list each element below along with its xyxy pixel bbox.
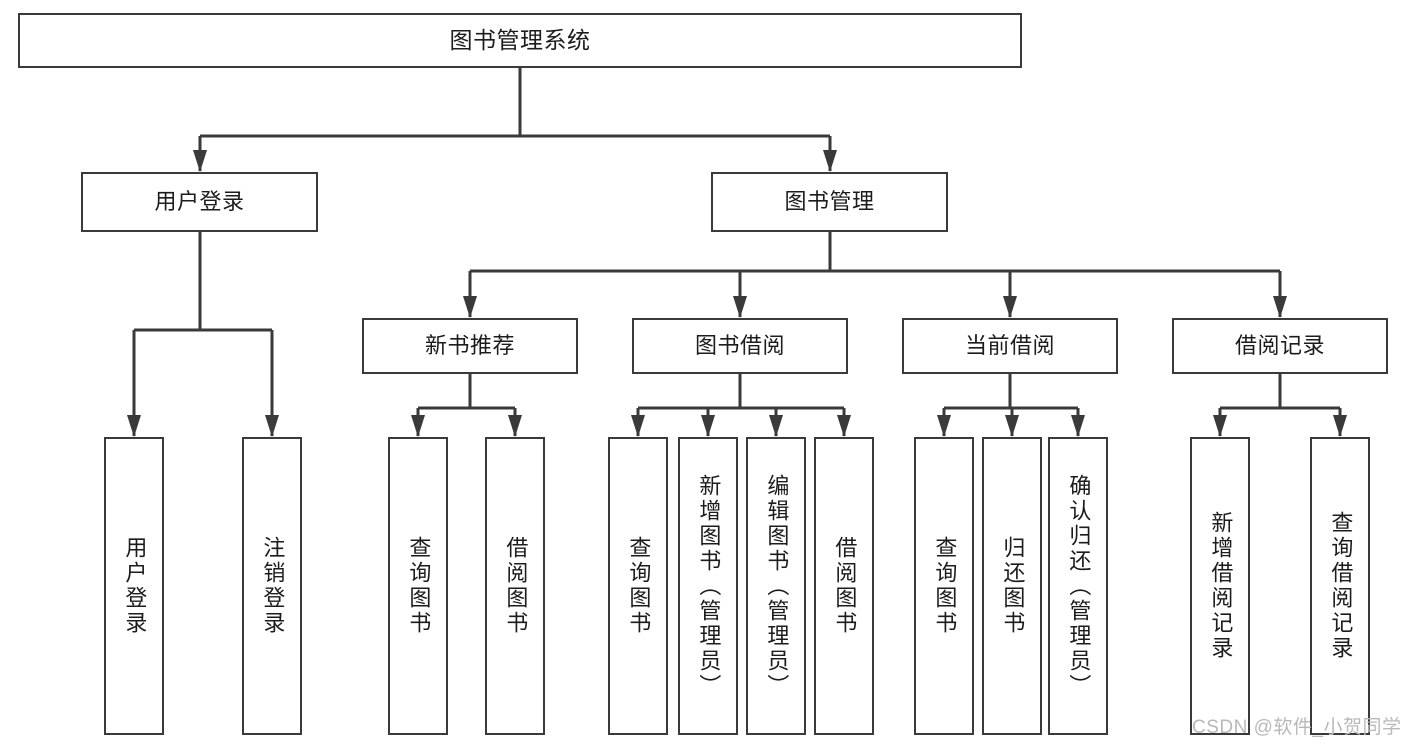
node-label-new-book-recommend: 新书推荐 — [424, 332, 515, 358]
node-label-leaf-query-book-2: 查询图书 — [626, 536, 652, 636]
node-leaf-edit-book[interactable]: 编辑图书（管理员） — [746, 437, 806, 735]
node-leaf-add-book[interactable]: 新增图书（管理员） — [678, 437, 738, 735]
node-label-leaf-borrow-book-2: 借阅图书 — [832, 536, 858, 636]
node-user-login[interactable]: 用户登录 — [81, 172, 318, 232]
node-book-manage[interactable]: 图书管理 — [711, 172, 948, 232]
node-label-current-borrow: 当前借阅 — [964, 332, 1055, 358]
node-leaf-borrow-book-2[interactable]: 借阅图书 — [814, 437, 874, 735]
node-leaf-query-book-1[interactable]: 查询图书 — [388, 437, 448, 735]
node-label-leaf-query-book-1: 查询图书 — [406, 536, 432, 636]
node-borrow-record[interactable]: 借阅记录 — [1172, 318, 1388, 374]
node-leaf-add-borrow-record[interactable]: 新增借阅记录 — [1190, 437, 1250, 735]
node-book-borrow[interactable]: 图书借阅 — [632, 318, 848, 374]
node-leaf-user-logout[interactable]: 注销登录 — [242, 437, 302, 735]
node-label-leaf-user-logout: 注销登录 — [260, 536, 286, 636]
node-label-leaf-add-book: 新增图书（管理员） — [696, 473, 722, 699]
node-label-leaf-edit-book: 编辑图书（管理员） — [764, 473, 790, 699]
node-label-leaf-query-borrow-record: 查询借阅记录 — [1328, 511, 1354, 661]
node-new-book-recommend[interactable]: 新书推荐 — [362, 318, 578, 374]
node-leaf-confirm-return[interactable]: 确认归还（管理员） — [1048, 437, 1108, 735]
node-leaf-query-borrow-record[interactable]: 查询借阅记录 — [1310, 437, 1370, 735]
node-label-leaf-query-book-3: 查询图书 — [932, 536, 958, 636]
watermark-text: CSDN @软件_小贺同学 — [1192, 717, 1402, 738]
node-leaf-borrow-book-1[interactable]: 借阅图书 — [485, 437, 545, 735]
node-leaf-user-login[interactable]: 用户登录 — [104, 437, 164, 735]
node-label-user-login: 用户登录 — [154, 188, 245, 214]
node-label-root: 图书管理系统 — [449, 26, 591, 53]
node-label-leaf-confirm-return: 确认归还（管理员） — [1066, 473, 1092, 699]
node-leaf-return-book[interactable]: 归还图书 — [982, 437, 1042, 735]
node-label-leaf-return-book: 归还图书 — [1000, 536, 1026, 636]
node-leaf-query-book-3[interactable]: 查询图书 — [914, 437, 974, 735]
node-label-leaf-borrow-book-1: 借阅图书 — [503, 536, 529, 636]
node-root[interactable]: 图书管理系统 — [18, 13, 1022, 68]
node-label-book-manage: 图书管理 — [784, 188, 875, 214]
node-current-borrow[interactable]: 当前借阅 — [902, 318, 1118, 374]
node-label-leaf-add-borrow-record: 新增借阅记录 — [1208, 511, 1234, 661]
node-label-leaf-user-login: 用户登录 — [122, 536, 148, 636]
node-label-borrow-record: 借阅记录 — [1234, 332, 1325, 358]
node-leaf-query-book-2[interactable]: 查询图书 — [608, 437, 668, 735]
node-label-book-borrow: 图书借阅 — [694, 332, 785, 358]
